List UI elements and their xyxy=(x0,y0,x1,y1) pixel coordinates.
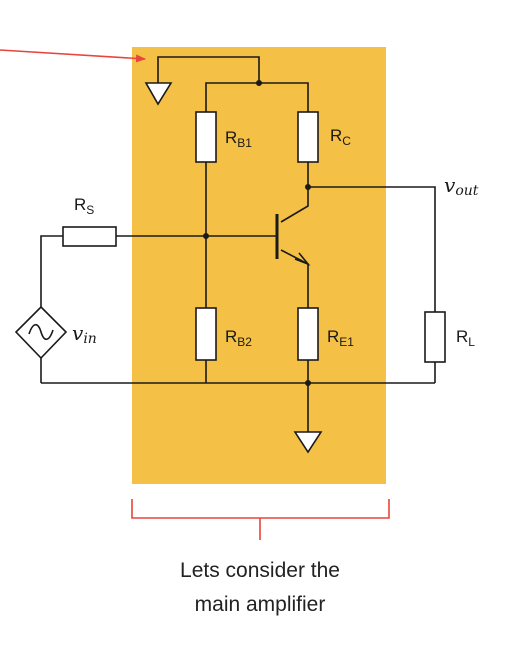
label-vout: vout xyxy=(444,173,479,199)
label-re1: RE1 xyxy=(327,327,354,349)
ac-voltage-source-icon xyxy=(14,305,68,360)
label-rc: RC xyxy=(330,126,351,148)
main-amplifier-highlight xyxy=(132,47,386,484)
circuit-wires xyxy=(40,56,436,432)
caption-line-2: main amplifier xyxy=(195,593,326,616)
pointer-arrow-icon xyxy=(0,49,146,63)
emitter-arrow-icon xyxy=(294,252,311,266)
label-rb1: RB1 xyxy=(225,128,252,150)
resistor-rs xyxy=(62,226,117,247)
label-rs: RS xyxy=(74,195,94,217)
ground-icon xyxy=(293,431,323,454)
resistor-rb2 xyxy=(195,307,217,361)
resistor-rl xyxy=(424,311,446,363)
junction-nodes xyxy=(203,80,311,386)
label-vin: vin xyxy=(72,321,97,347)
bracket-icon xyxy=(131,499,390,519)
resistor-rb1 xyxy=(195,111,217,163)
label-rb2: RB2 xyxy=(225,327,252,349)
resistor-rc xyxy=(297,111,319,163)
label-rl: RL xyxy=(456,327,475,349)
caption-line-1: Lets consider the xyxy=(180,559,340,582)
ground-icon xyxy=(144,82,173,106)
resistor-re1 xyxy=(297,307,319,361)
